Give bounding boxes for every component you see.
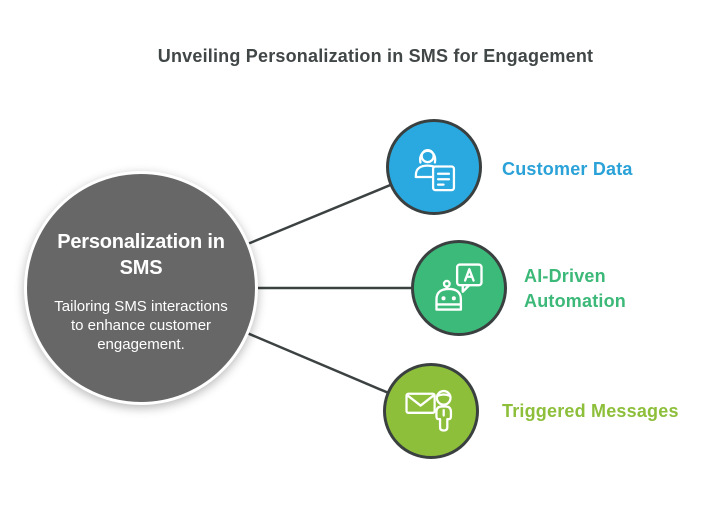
node-label-customer-data: Customer Data [502,159,633,179]
ai-robot-chat-icon [429,258,489,318]
node-circle-triggered-messages [383,363,479,459]
node-label-ai-driven-automation: AI-Driven Automation [524,266,626,311]
center-topic-circle: Personalization in SMS Tailoring SMS int… [24,171,258,405]
node-circle-ai-driven-automation [411,240,507,336]
center-topic-heading: Personalization in SMS [57,230,225,279]
page-title: Unveiling Personalization in SMS for Eng… [157,46,594,66]
node-circle-customer-data [386,119,482,215]
node-label-triggered-messages: Triggered Messages [502,401,679,421]
customer-profile-document-icon [405,138,463,196]
center-topic-description: Tailoring SMS interactions to enhance cu… [54,297,228,353]
email-person-icon [402,382,460,440]
